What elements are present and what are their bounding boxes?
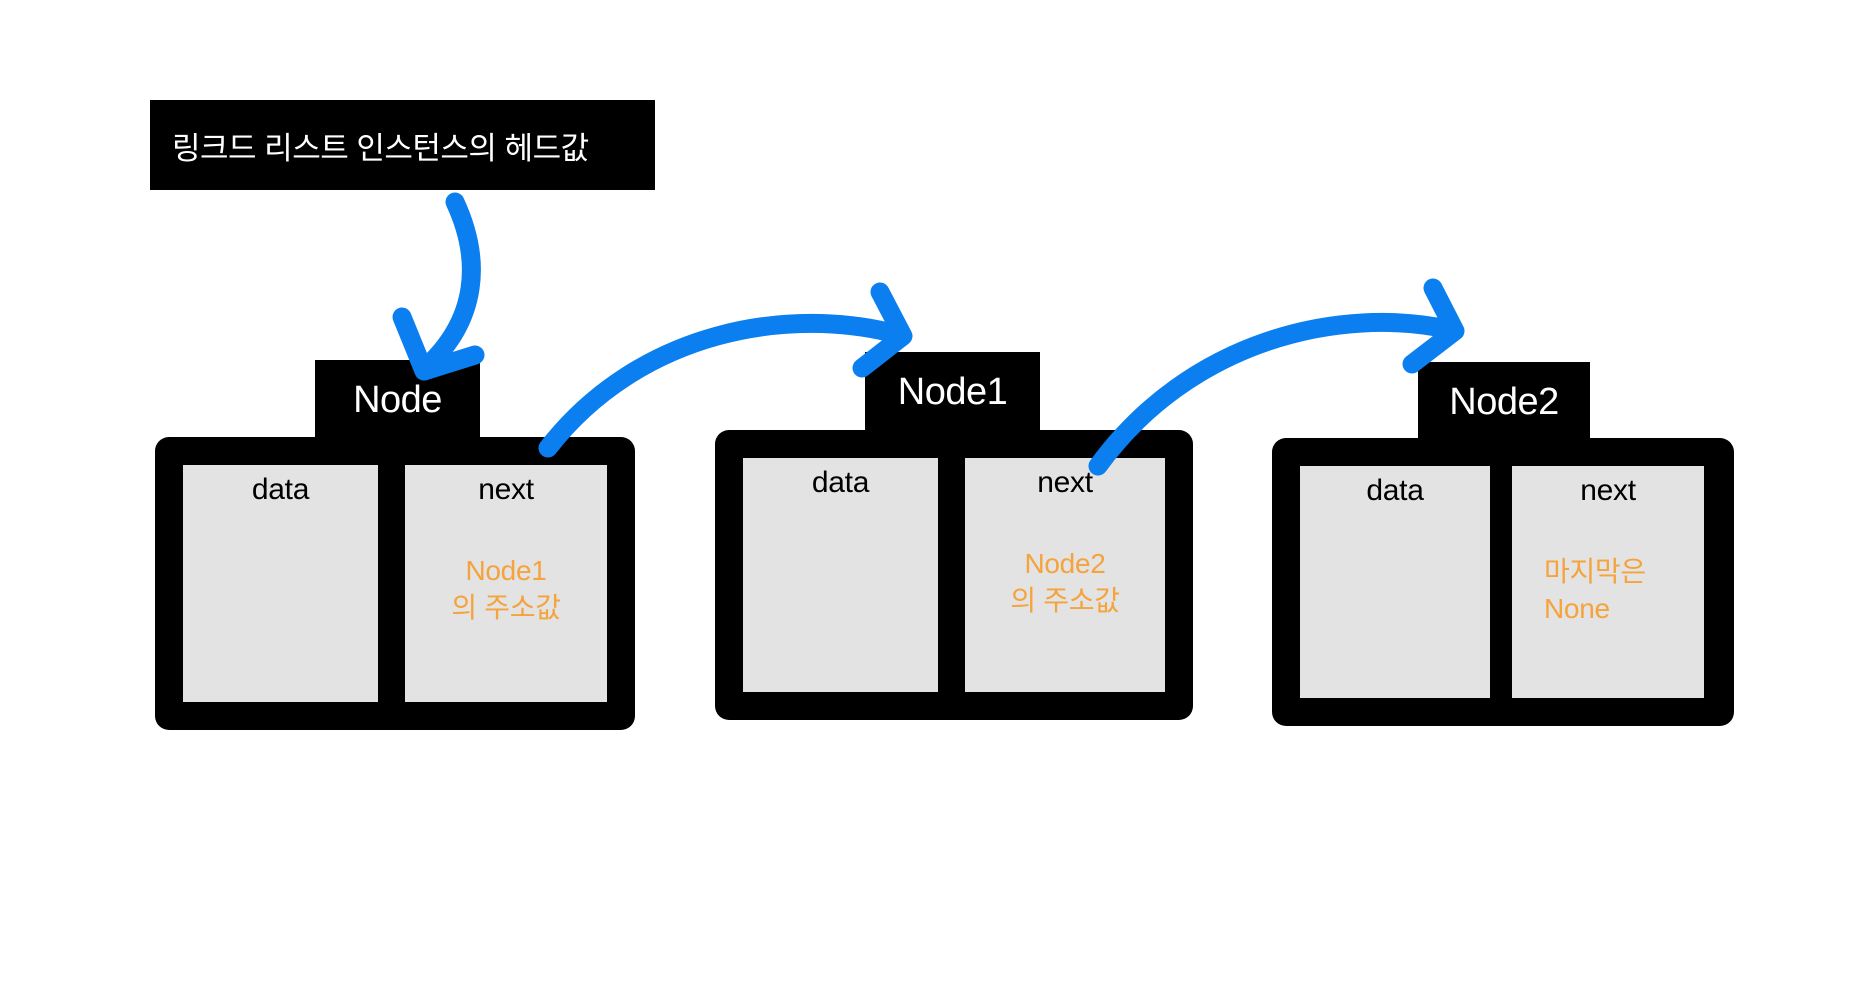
node-0-data-cell: data [183,465,378,702]
node-2-data-label: data [1366,474,1424,507]
node-0-data-label: data [251,473,310,506]
node-0-next-value: Node1 의 주소값 [405,553,607,627]
next-pointer-arrow-0 [538,282,913,458]
node-2-next-value-line2: None [1544,592,1610,624]
head-pointer-arrow [392,192,485,381]
head-label-text: 링크드 리스트 인스턴스의 헤드값 [172,130,589,166]
node-1-data-cell: data [743,458,938,692]
node-1-next-value: Node2 의 주소값 [965,546,1165,620]
node-2-body: data next 마지막은 None [1272,438,1734,726]
node-2-next-value: 마지막은 None [1512,554,1704,628]
node-0-tab-label: Node [353,378,442,421]
node-1-body: data next Node2 의 주소값 [715,430,1193,720]
node-0-tab: Node [315,360,480,440]
node-0-next-value-line1: Node1 [465,555,547,586]
node-1-next-value-line2: 의 주소값 [1010,584,1120,616]
node-0-next-label: next [478,473,534,506]
node-2-next-label: next [1580,474,1636,507]
node-1-next-value-line1: Node2 [1024,548,1106,579]
node-2-next-cell: next 마지막은 None [1512,466,1704,698]
node-1-next-label: next [1037,466,1093,499]
node-1-next-cell: next Node2 의 주소값 [965,458,1165,692]
node-0-next-value-line2: 의 주소값 [451,591,561,623]
node-0-next-cell: next Node1 의 주소값 [405,465,607,702]
node-2-tab-label: Node2 [1449,380,1559,423]
head-label-callout: 링크드 리스트 인스턴스의 헤드값 [150,100,655,190]
node-1-tab: Node1 [865,352,1040,432]
node-1-data-label: data [811,466,870,499]
node-2-tab: Node2 [1418,362,1590,442]
node-2-next-value-line1: 마지막은 [1544,556,1646,587]
node-1-tab-label: Node1 [897,370,1008,413]
node-2-data-cell: data [1300,466,1490,698]
node-0-body: data next Node1 의 주소값 [155,437,635,730]
